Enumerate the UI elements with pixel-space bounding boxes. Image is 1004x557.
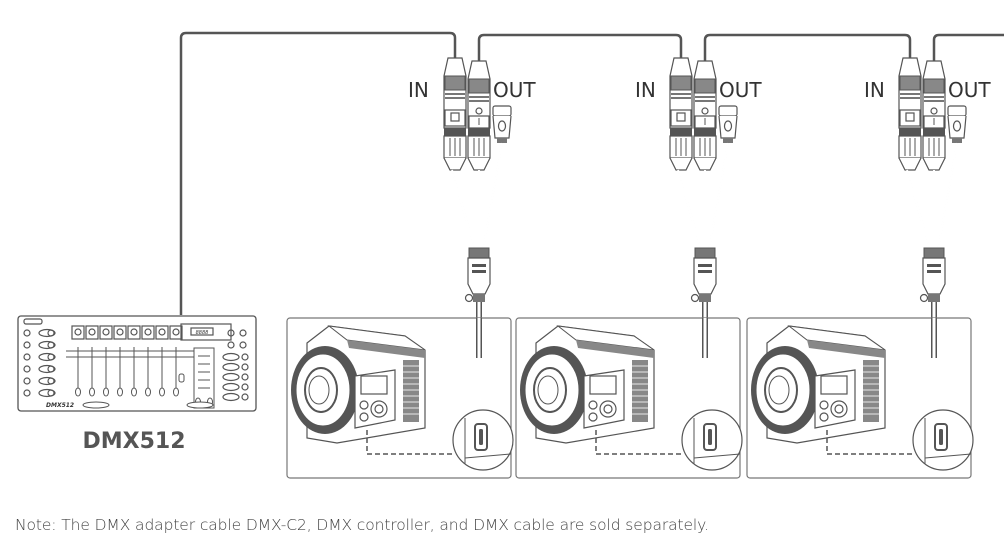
device-panel-3 <box>746 317 974 479</box>
connector-node-3: IN OUT <box>864 58 991 454</box>
out-label-3: OUT <box>948 78 991 102</box>
controller-scene-buttons <box>71 325 183 340</box>
connector-node-2: IN OUT <box>635 58 762 454</box>
dmx512-controller: 8888 DMX <box>17 315 257 412</box>
dmx-cable-node3-out <box>932 33 1004 62</box>
dmx-cable-node1-to-node2 <box>477 33 683 62</box>
dmx-cable-controller-to-node1 <box>179 31 457 315</box>
controller-faders <box>66 347 215 409</box>
in-label-3: IN <box>864 78 885 102</box>
device-plugs <box>476 318 937 358</box>
controller-left-buttons <box>23 328 56 398</box>
in-label-1: IN <box>408 78 429 102</box>
controller-display: 8888 <box>196 330 209 336</box>
controller-panel-brand: DMX512 <box>46 402 74 409</box>
note-text: Note: The DMX adapter cable DMX-C2, DMX … <box>15 516 709 534</box>
controller-label: DMX512 <box>82 429 185 454</box>
device-panel-2 <box>515 317 743 479</box>
in-label-2: IN <box>635 78 656 102</box>
out-label-1: OUT <box>493 78 536 102</box>
out-label-2: OUT <box>719 78 762 102</box>
controller-right-buttons <box>222 329 249 402</box>
dmx-cable-node2-to-node3 <box>703 33 912 62</box>
connector-node-1: IN OUT <box>408 58 536 454</box>
